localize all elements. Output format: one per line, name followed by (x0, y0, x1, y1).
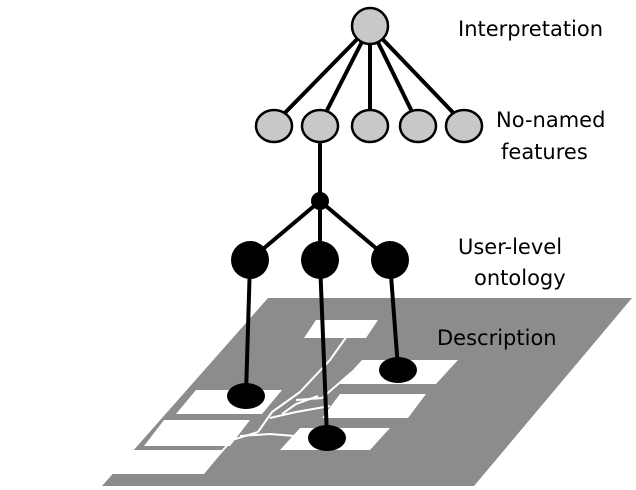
ontology-node (301, 241, 339, 279)
document-shape (322, 394, 426, 418)
interpretation-node (350, 6, 390, 46)
ontology-nodes (231, 241, 409, 279)
wire (257, 391, 301, 433)
description-documents (110, 320, 458, 474)
edge (368, 24, 466, 126)
edge (388, 260, 400, 370)
wire (281, 395, 319, 415)
label-interpretation: Interpretation (458, 17, 603, 41)
feature-node (444, 108, 484, 144)
label-no-named-line1: No-named (496, 108, 605, 132)
wire (299, 328, 353, 393)
ontology-node (371, 241, 409, 279)
document-shape (304, 320, 378, 338)
grounding-node (227, 383, 265, 409)
feature-node (300, 108, 340, 144)
edge (318, 260, 329, 438)
wire (269, 405, 331, 419)
ontology-node (231, 241, 269, 279)
grounding-edges (244, 260, 400, 438)
label-no-named-line2: features (501, 140, 588, 164)
junction-node (311, 192, 329, 210)
document-shape (144, 420, 250, 446)
wire (213, 431, 259, 461)
feature-node (350, 108, 390, 144)
wire (295, 371, 353, 401)
edge (244, 260, 252, 396)
grounding-node (308, 425, 346, 451)
feature-nodes (254, 108, 484, 144)
label-user-level-line1: User-level (458, 235, 562, 259)
grounding-node (379, 357, 417, 383)
description-wires (213, 328, 353, 461)
feature-node (254, 108, 294, 144)
edge (272, 24, 372, 126)
label-description: Description (437, 326, 557, 350)
document-shape (110, 450, 224, 474)
label-user-level-line2: ontology (474, 266, 566, 290)
grounding-nodes (227, 357, 417, 451)
feature-node (398, 108, 438, 144)
